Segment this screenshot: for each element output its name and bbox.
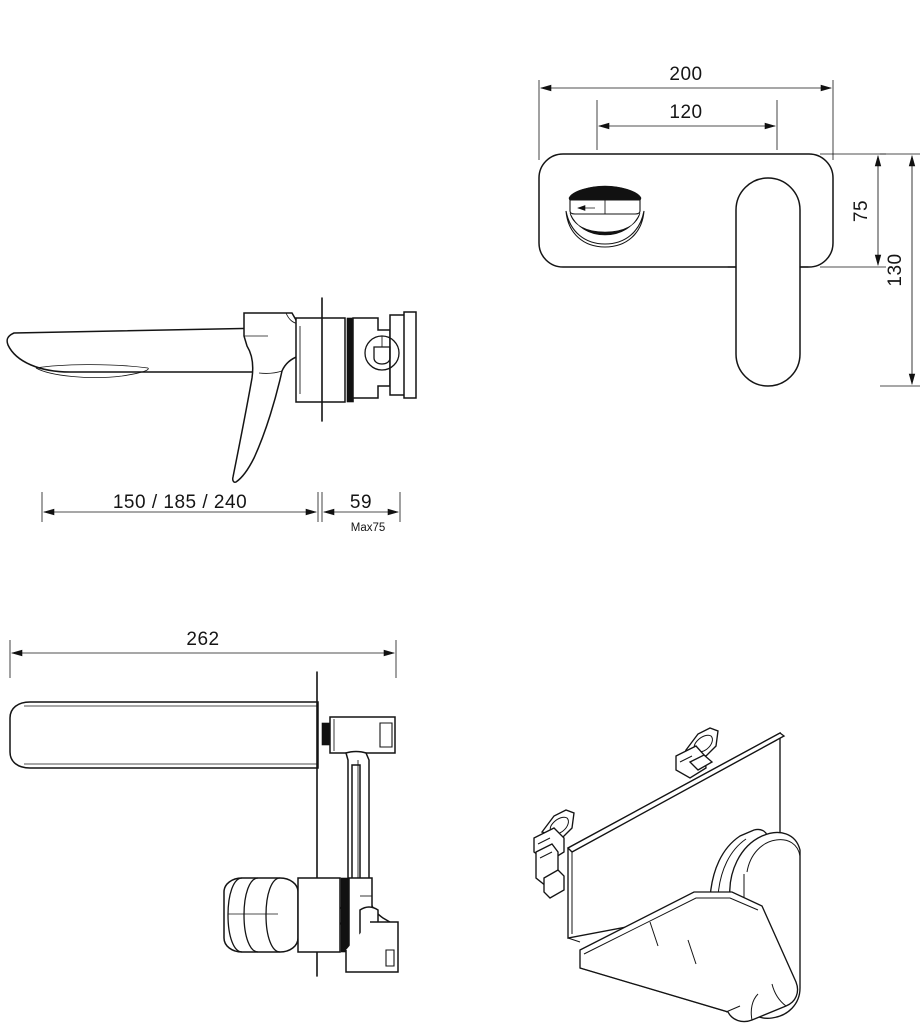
mounting-bracket-left bbox=[533, 809, 575, 899]
dim-wall-depth-max-note: Max75 bbox=[351, 522, 386, 534]
view-plan: 262 bbox=[0, 620, 460, 1000]
dim-spout-centre-offset: 120 bbox=[669, 102, 702, 123]
spout-outlet-face bbox=[565, 185, 645, 248]
mounting-bracket-right bbox=[675, 727, 719, 779]
dim-plate-height: 75 bbox=[851, 200, 872, 222]
dim-overall-length: 262 bbox=[186, 629, 219, 650]
view-front-elevation: 200 120 bbox=[500, 50, 922, 390]
dim-spout-projection: 150 / 185 / 240 bbox=[113, 492, 247, 513]
dim-wall-depth: 59 bbox=[350, 492, 372, 513]
view-side-elevation: 150 / 185 / 240 59 Max75 bbox=[0, 140, 460, 534]
dim-plate-width: 200 bbox=[669, 64, 702, 85]
dim-overall-height: 130 bbox=[885, 253, 906, 286]
view-isometric bbox=[500, 700, 922, 1024]
